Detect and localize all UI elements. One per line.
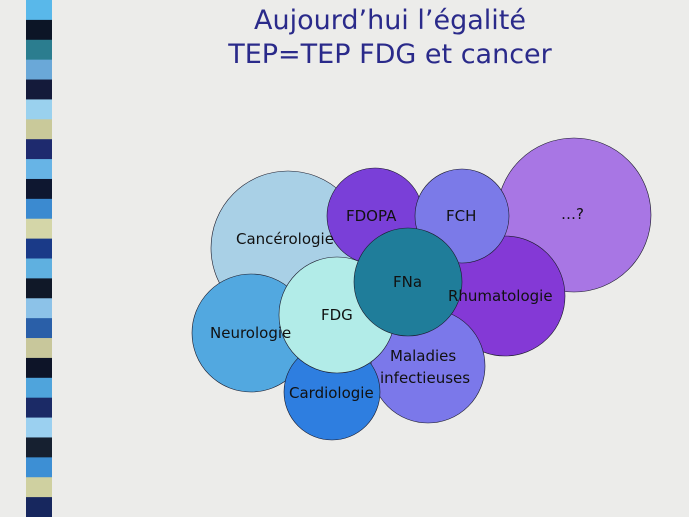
- stripe-segment: [26, 0, 52, 21]
- stripe-segment: [26, 497, 52, 517]
- stripe-segment: [26, 298, 52, 319]
- label-maladies-line-1: Maladies: [390, 347, 456, 365]
- stripe-segment: [26, 338, 52, 359]
- stripe-segment: [26, 119, 52, 140]
- stripe-segment: [26, 159, 52, 180]
- stripe-segment: [26, 198, 52, 220]
- label-cancerologie: Cancérologie: [236, 230, 334, 248]
- title-line-1: Aujourd’hui l’égalité: [254, 5, 526, 36]
- title-line-2: TEP=TEP FDG et cancer: [228, 39, 552, 70]
- label-fdg: FDG: [321, 306, 353, 324]
- stripe-segment: [26, 278, 52, 299]
- stripe-segment: [26, 238, 52, 259]
- stripe-segment: [26, 258, 52, 279]
- label-fna: FNa: [393, 273, 422, 291]
- stripe-segment: [26, 139, 52, 160]
- stripe-segment: [26, 477, 52, 498]
- label-cardiologie: Cardiologie: [289, 384, 374, 402]
- stripe-segment: [26, 19, 52, 41]
- label-neurologie: Neurologie: [210, 324, 291, 342]
- circle-fna: [353, 227, 463, 337]
- stripe-segment: [26, 99, 52, 120]
- stripe-segment: [26, 457, 52, 478]
- stripe-segment: [26, 79, 52, 100]
- stripe-segment: [26, 59, 52, 81]
- stripe-segment: [26, 397, 52, 419]
- stripe-segment: [26, 218, 52, 240]
- label-rhumatologie: Rhumatologie: [448, 287, 553, 305]
- stripe-segment: [26, 377, 52, 399]
- slide-title: Aujourd’hui l’égalité TEP=TEP FDG et can…: [140, 4, 640, 72]
- decorative-stripe-bar: [0, 0, 62, 517]
- stripe-segment: [26, 417, 52, 438]
- stripe-segment: [26, 178, 52, 200]
- label-fdopa: FDOPA: [346, 207, 397, 225]
- stripe-segment: [26, 357, 52, 379]
- stripe-segment: [26, 318, 52, 339]
- label-maladies-line-2: infectieuses: [380, 369, 470, 387]
- label-fch: FCH: [446, 207, 476, 225]
- label-unknown: …?: [561, 205, 584, 223]
- stripe-segment: [26, 39, 52, 61]
- stripe-segment: [26, 437, 52, 458]
